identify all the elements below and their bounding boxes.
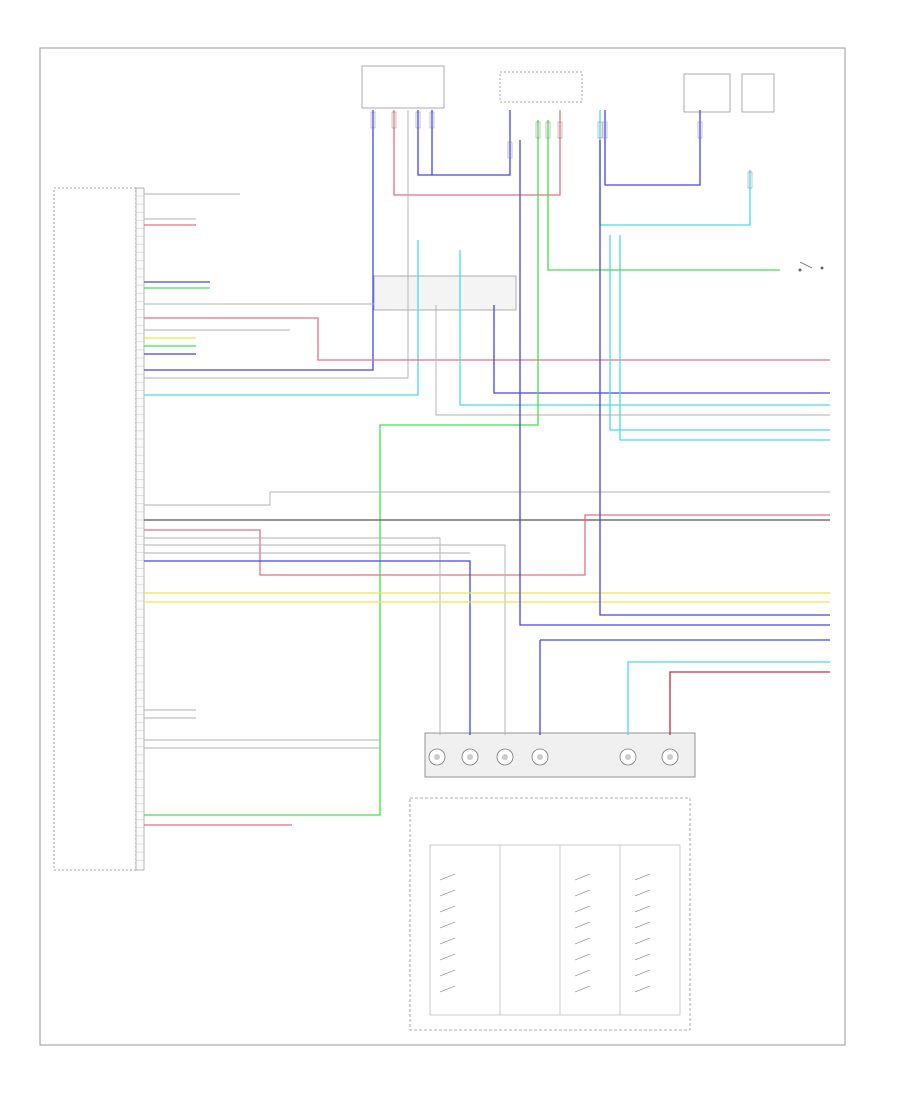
wire-blue — [417, 110, 511, 176]
connector-pin-core — [502, 754, 508, 760]
wire-gray — [435, 305, 830, 416]
right-sensor — [798, 261, 824, 272]
wire-blue — [144, 110, 374, 371]
switch-contact — [634, 889, 651, 897]
wire-gray — [144, 544, 506, 735]
connector-top-center — [361, 65, 445, 109]
wire-gray — [144, 110, 409, 379]
switch-contact — [634, 937, 651, 945]
connector-pin-core — [467, 754, 473, 760]
switch-contact — [634, 969, 651, 977]
wire-blue — [493, 305, 830, 394]
switch-contact — [439, 937, 456, 945]
wire-gray — [144, 537, 441, 735]
wire-green — [144, 120, 539, 816]
wire-connector — [697, 121, 703, 139]
wire-cyan — [627, 661, 830, 735]
switch-contact — [574, 905, 591, 913]
switch-assembly — [409, 797, 691, 1031]
switch-contact — [574, 889, 591, 897]
switch-contact — [634, 873, 651, 881]
switch-contact — [439, 873, 456, 881]
switch-contact — [574, 969, 591, 977]
wire-harness — [144, 110, 830, 826]
wire-red — [144, 317, 830, 361]
wire-connector — [391, 111, 397, 129]
junction-block — [373, 275, 517, 311]
switch-contact — [574, 921, 591, 929]
wire-connector — [602, 121, 608, 139]
switch-contact — [439, 921, 456, 929]
connector-pin-core — [667, 754, 673, 760]
switch-contact — [634, 905, 651, 913]
wire-connector — [557, 121, 563, 139]
wire-connector — [507, 141, 513, 159]
wire-cyan — [609, 235, 830, 431]
wire-connector — [370, 111, 376, 129]
wire-darkred — [669, 671, 830, 735]
wire-red — [144, 514, 830, 576]
connector-pin-core — [537, 754, 543, 760]
switch-contact — [634, 953, 651, 961]
switch-contact — [439, 905, 456, 913]
diagram-border — [39, 47, 846, 1046]
round-pins — [428, 748, 679, 766]
wire-connector — [429, 111, 435, 129]
wire-blue — [604, 110, 701, 186]
switch-contact — [439, 953, 456, 961]
switch-contact — [439, 985, 456, 993]
connector-pin-core — [434, 754, 440, 760]
wire-cyan — [144, 240, 419, 396]
wire-blue — [599, 140, 830, 616]
connector-top-right — [499, 71, 775, 113]
wire-gray — [144, 492, 271, 506]
switch-contact — [439, 969, 456, 977]
control-module — [53, 187, 145, 871]
wire-cyan — [599, 110, 751, 226]
switch-contact — [439, 889, 456, 897]
wire-connector — [747, 171, 753, 189]
switch-contact — [634, 921, 651, 929]
switch-contact — [574, 953, 591, 961]
wire-blue — [519, 140, 830, 626]
wire-blue — [144, 560, 471, 735]
wire-cyan — [619, 235, 830, 441]
pin-ticks — [136, 195, 144, 861]
switch-contact — [574, 873, 591, 881]
wire-connector — [597, 121, 603, 139]
switch-contact — [574, 985, 591, 993]
wire-connector — [415, 111, 421, 129]
switch-contact — [574, 937, 591, 945]
wire-connector — [535, 121, 541, 139]
connector-pin-core — [625, 754, 631, 760]
wire-connector — [545, 121, 551, 139]
switch-contacts — [439, 873, 651, 993]
wire-red — [393, 110, 561, 196]
bottom-connector — [424, 732, 696, 778]
switch-contact — [634, 985, 651, 993]
wire-green — [547, 120, 780, 271]
wire-cyan — [459, 250, 830, 406]
